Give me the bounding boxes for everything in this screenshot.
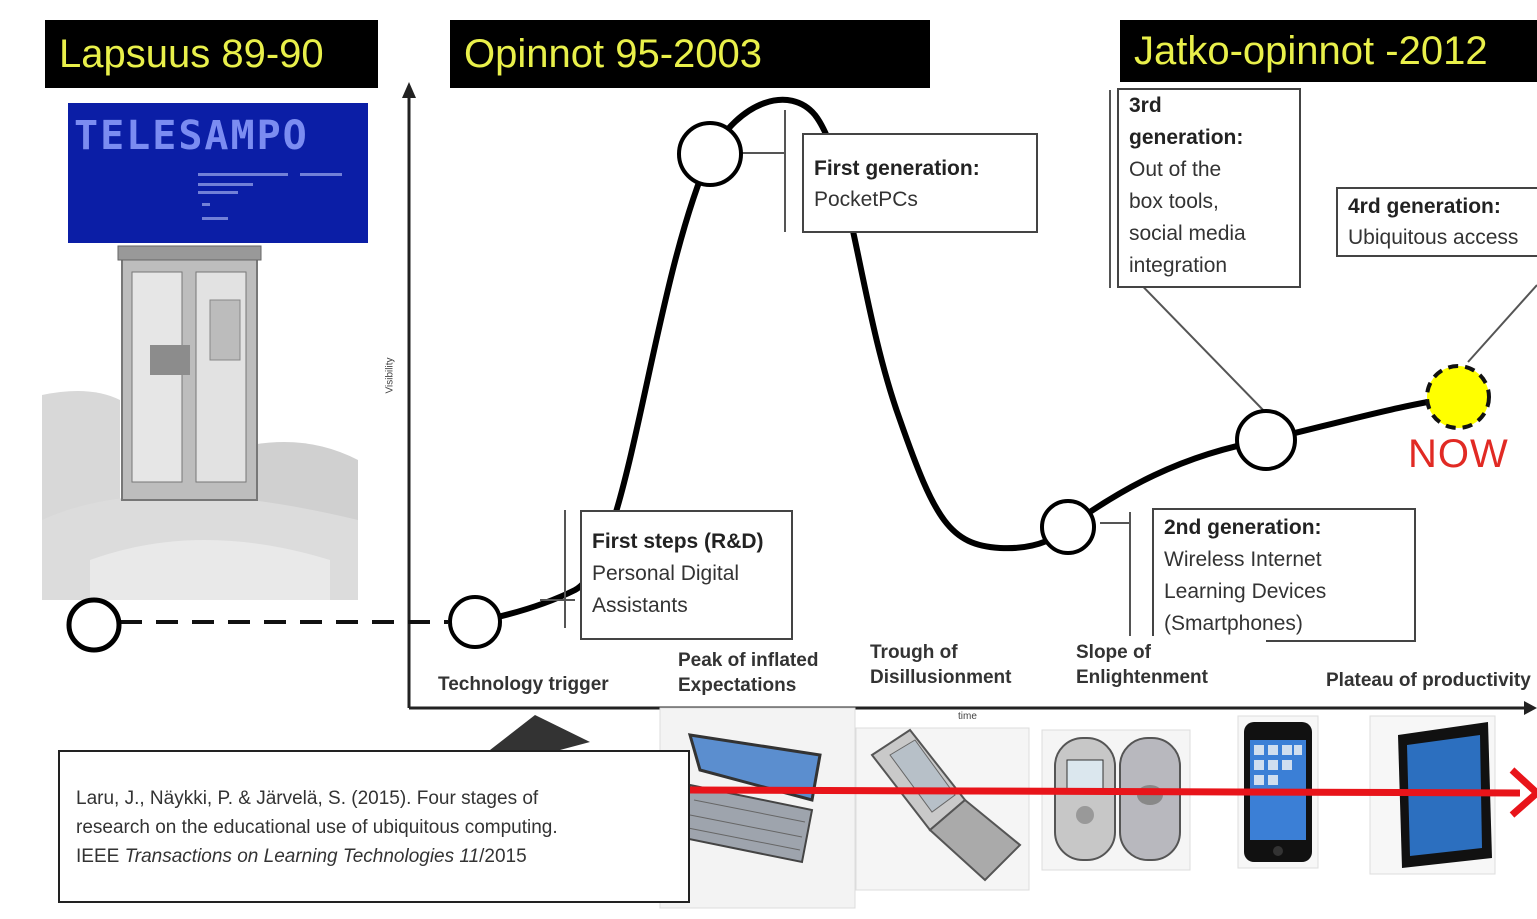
- slope-marker: [1235, 409, 1297, 471]
- third-generation-line-4: integration: [1129, 254, 1228, 277]
- citation-line-1: Laru, J., Näykki, P. & Järvelä, S. (2015…: [76, 788, 539, 809]
- third-generation-title-1: 3rd: [1129, 94, 1162, 117]
- stage-plateau-of-productivity: Plateau of productivity: [1316, 664, 1537, 700]
- era-label-studies: Opinnot 95-2003: [450, 20, 930, 88]
- now-label: NOW: [1408, 432, 1509, 476]
- stage-technology-trigger: Technology trigger: [428, 668, 663, 704]
- first-generation-box: First generation: PocketPCs: [802, 133, 1038, 233]
- third-generation-line-1: Out of the: [1129, 158, 1222, 181]
- hype-cycle-curve: [472, 96, 1461, 625]
- fourth-generation-line-1: Ubiquitous access: [1348, 226, 1519, 249]
- third-generation-box: 3rd generation: Out of the box tools, so…: [1117, 88, 1301, 288]
- third-generation-line-2: box tools,: [1129, 190, 1219, 213]
- citation-line-2: research on the educational use of ubiqu…: [76, 817, 558, 838]
- device-images: [490, 707, 1537, 909]
- now-marker: [1425, 364, 1491, 430]
- timeline-red-arrow: [689, 767, 1537, 818]
- second-generation-line-1: Wireless Internet: [1164, 548, 1322, 571]
- citation-box: Laru, J., Näykki, P. & Järvelä, S. (2015…: [58, 750, 690, 903]
- telesampo-screen-image: TELESAMPO: [68, 103, 368, 243]
- trough-marker: [1040, 499, 1096, 555]
- third-generation-line-3: social media: [1129, 222, 1246, 245]
- first-steps-line-1: Personal Digital: [592, 562, 740, 585]
- pda-icon: [490, 715, 590, 750]
- citation-line-3-suffix: /2015: [479, 846, 527, 867]
- fourth-generation-title: 4rd generation:: [1348, 195, 1501, 218]
- first-steps-title: First steps (R&D): [592, 530, 764, 553]
- second-generation-line-2: Learning Devices: [1164, 580, 1327, 603]
- first-generation-line-1: PocketPCs: [814, 188, 918, 211]
- box-connectors: [540, 90, 1537, 650]
- era-label-childhood: Lapsuus 89-90: [45, 20, 378, 88]
- second-generation-line-3: (Smartphones): [1164, 612, 1303, 635]
- childhood-marker: [66, 597, 122, 653]
- handheld-pc-icon: [659, 707, 856, 909]
- citation-journal: Transactions on Learning Technologies 11: [124, 846, 480, 867]
- fourth-generation-box: 4rd generation: Ubiquitous access: [1336, 187, 1537, 257]
- stage-trough-of-disillusionment: Trough of Disillusionment: [860, 636, 1055, 698]
- nokia-phones-icon: [1041, 729, 1191, 871]
- second-generation-box: 2nd generation: Wireless Internet Learni…: [1152, 508, 1416, 642]
- x-axis: [409, 701, 1537, 715]
- second-generation-title: 2nd generation:: [1164, 516, 1322, 539]
- first-generation-title: First generation:: [814, 157, 980, 180]
- peak-marker: [677, 121, 743, 187]
- x-axis-label: time: [958, 711, 977, 722]
- citation-line-3-prefix: IEEE: [76, 846, 125, 867]
- y-axis-label: Visibility: [384, 357, 396, 394]
- telesampo-title: TELESAMPO: [74, 113, 309, 159]
- era-label-postgraduate: Jatko-opinnot -2012: [1120, 20, 1537, 82]
- stage-peak-of-inflated-expectations: Peak of inflated Expectations: [668, 644, 856, 706]
- y-axis: [402, 82, 416, 708]
- flip-phone-icon: [855, 727, 1030, 891]
- stage-slope-of-enlightenment: Slope of Enlightenment: [1066, 636, 1266, 698]
- third-generation-title-2: generation:: [1129, 126, 1244, 149]
- first-steps-box: First steps (R&D) Personal Digital Assis…: [580, 510, 793, 640]
- trigger-marker: [448, 595, 502, 649]
- phone-booth-image: [42, 245, 358, 600]
- first-steps-line-2: Assistants: [592, 594, 688, 617]
